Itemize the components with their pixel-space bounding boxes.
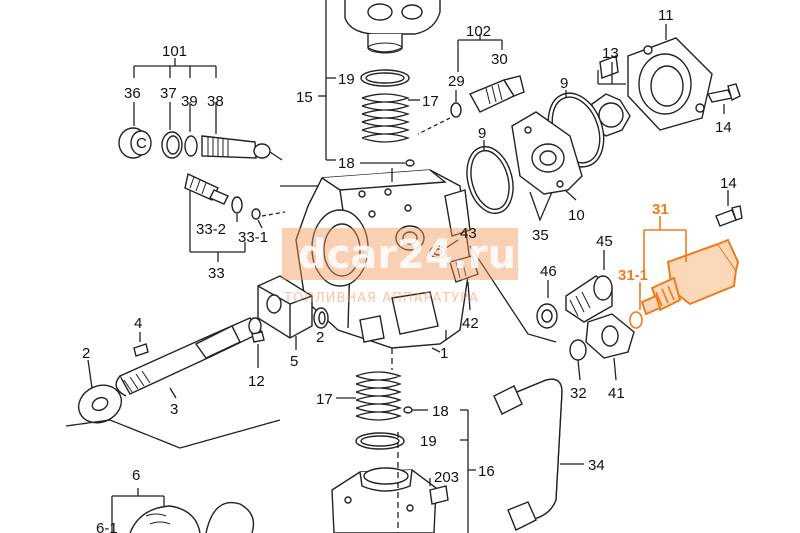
callout-9-right: 9 xyxy=(560,75,568,92)
callout-labels: 101 36 37 39 38 15 19 17 18 102 29 30 9 … xyxy=(82,7,737,533)
callout-14-top: 14 xyxy=(715,119,732,136)
drive-shaft-3 xyxy=(115,317,264,397)
callout-6-1: 6-1 xyxy=(96,520,118,533)
callout-43: 43 xyxy=(460,225,477,242)
o-ring-19-bottom xyxy=(355,432,405,450)
callout-18-top: 18 xyxy=(338,155,355,172)
callout-13: 13 xyxy=(602,45,619,62)
o-ring-6 xyxy=(205,502,255,533)
callout-6: 6 xyxy=(132,467,140,484)
valve-33 xyxy=(184,172,229,205)
callout-11: 11 xyxy=(658,7,674,24)
callout-41: 41 xyxy=(608,385,625,402)
spring-17-top xyxy=(361,93,410,143)
o-ring-31-1 xyxy=(629,311,643,329)
callout-16: 16 xyxy=(478,463,495,480)
o-ring-39 xyxy=(184,135,198,157)
top-head-part xyxy=(344,0,441,54)
callout-9-left: 9 xyxy=(478,125,486,142)
callout-35: 35 xyxy=(532,227,549,244)
callout-31-1: 31-1 xyxy=(618,267,648,284)
callout-36: 36 xyxy=(124,85,141,102)
watermark-tagline: ТОПЛИВНАЯ АППАРАТУРА xyxy=(283,291,479,306)
callout-2-left: 2 xyxy=(82,345,90,362)
callout-17-top: 17 xyxy=(422,93,439,110)
callout-5: 5 xyxy=(290,353,298,370)
bolt-42 xyxy=(449,255,479,283)
callout-19-top: 19 xyxy=(338,71,355,88)
callout-38: 38 xyxy=(207,93,224,110)
ring-2-right xyxy=(313,307,329,329)
sensor-30 xyxy=(469,75,525,113)
cover-11 xyxy=(627,37,713,131)
bolt-14-right xyxy=(715,205,743,227)
pump-body-1 xyxy=(295,169,471,349)
callout-102: 102 xyxy=(466,23,491,40)
coupling-6 xyxy=(129,505,201,533)
watermark-brand: dcar24.ru xyxy=(298,232,516,278)
key-4 xyxy=(133,343,149,357)
flange-41 xyxy=(585,313,635,359)
callout-39: 39 xyxy=(181,93,198,110)
callout-30: 30 xyxy=(491,51,508,68)
callout-12: 12 xyxy=(248,373,265,390)
callout-19-bottom: 19 xyxy=(420,433,437,450)
bottom-head-part xyxy=(331,467,449,533)
callout-33-1: 33-1 xyxy=(238,229,268,246)
screw-38 xyxy=(201,135,271,159)
plug-36: C xyxy=(118,127,152,159)
washer-46 xyxy=(536,303,558,329)
callout-46: 46 xyxy=(540,263,557,280)
callout-14-right: 14 xyxy=(720,175,737,192)
callout-34: 34 xyxy=(588,457,605,474)
callout-2-right: 2 xyxy=(316,329,324,346)
fitting-45 xyxy=(565,275,613,323)
gear-13 xyxy=(591,55,631,137)
callout-4: 4 xyxy=(134,315,142,332)
fuel-pipe-34 xyxy=(493,378,563,531)
solenoid-valve-31 xyxy=(640,238,740,316)
callout-101: 101 xyxy=(162,43,187,60)
washer-43 xyxy=(429,245,447,259)
callout-45: 45 xyxy=(596,233,613,250)
plate-10 xyxy=(511,111,583,195)
watermark: dcar24.ru ТОПЛИВНАЯ АППАРАТУРА xyxy=(282,228,518,306)
gasket-9-left xyxy=(466,145,514,215)
callout-18-bottom: 18 xyxy=(432,403,449,420)
block-5 xyxy=(257,275,313,339)
callout-10: 10 xyxy=(568,207,585,224)
callout-17-bottom: 17 xyxy=(316,391,333,408)
callout-31: 31 xyxy=(652,201,669,218)
callout-33-2: 33-2 xyxy=(196,221,226,238)
callout-15: 15 xyxy=(296,89,313,106)
callout-42: 42 xyxy=(462,315,479,332)
spring-17-bottom xyxy=(355,371,402,421)
callout-29: 29 xyxy=(448,73,465,90)
washer-37 xyxy=(161,131,183,159)
svg-text:C: C xyxy=(136,135,147,152)
callout-203: 203 xyxy=(434,469,459,486)
callout-37: 37 xyxy=(160,85,177,102)
o-ring-32 xyxy=(569,339,587,361)
bolt-14-top xyxy=(706,83,741,103)
callout-1: 1 xyxy=(440,345,448,362)
callout-33: 33 xyxy=(208,265,225,282)
key-12 xyxy=(251,331,265,343)
callout-32: 32 xyxy=(570,385,587,402)
o-ring-19-top xyxy=(360,69,410,87)
callout-3: 3 xyxy=(170,401,178,418)
